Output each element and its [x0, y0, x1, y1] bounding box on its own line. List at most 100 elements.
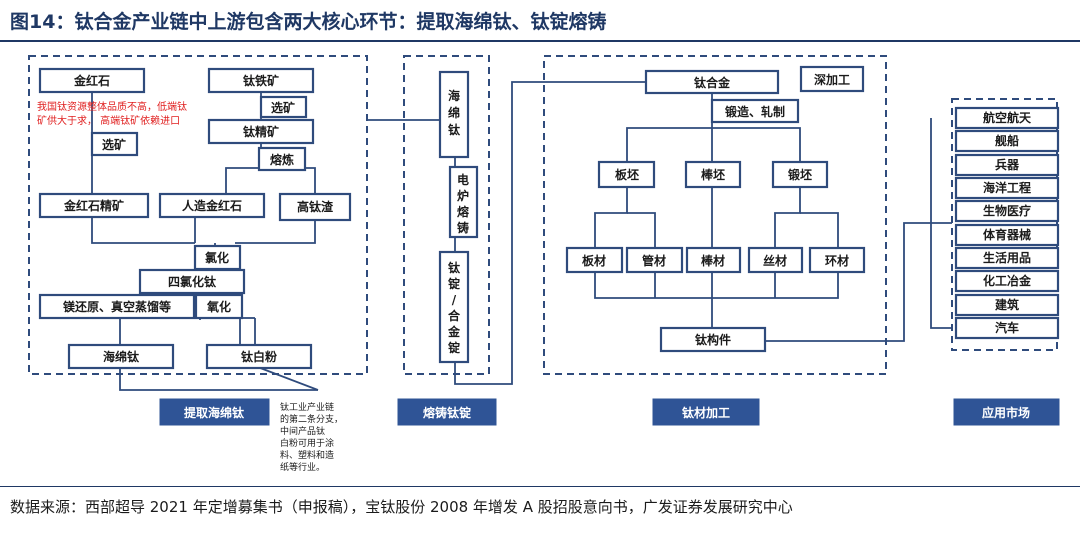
svg-text:环材: 环材	[825, 253, 849, 268]
svg-text:海绵钛: 海绵钛	[103, 349, 140, 364]
svg-text:钛材加工: 钛材加工	[682, 405, 730, 420]
svg-text:金红石: 金红石	[73, 73, 110, 88]
node-bar: 棒材	[685, 246, 742, 274]
svg-text:合: 合	[448, 308, 461, 323]
svg-text:钛: 钛	[448, 122, 461, 137]
svg-text:锻造、轧制: 锻造、轧制	[725, 104, 785, 119]
title-divider	[0, 40, 1080, 42]
node-chlorination: 氯化	[193, 244, 242, 271]
section-label-melt: 熔铸钛锭	[397, 398, 497, 426]
svg-text:化工冶金: 化工冶金	[983, 273, 1032, 288]
market-item: 舰船	[954, 129, 1060, 153]
svg-text:熔炼: 熔炼	[270, 152, 294, 167]
node-sponge-ti: 海绵钛	[67, 343, 175, 370]
node-plate: 板材	[565, 246, 624, 274]
node-ticl4: 四氯化钛	[138, 268, 246, 295]
svg-text:管材: 管材	[642, 253, 666, 268]
svg-text:镁还原、真空蒸馏等: 镁还原、真空蒸馏等	[63, 299, 171, 314]
node-smelting: 熔炼	[257, 146, 307, 172]
node-ti-alloy: 钛合金	[644, 69, 780, 95]
svg-text:钛构件: 钛构件	[695, 332, 731, 347]
node-sponge-ti-vertical: 海 绵 钛	[438, 70, 470, 159]
svg-text:熔铸钛锭: 熔铸钛锭	[423, 405, 471, 420]
node-ilmenite: 钛铁矿	[207, 67, 315, 94]
svg-text:金红石精矿: 金红石精矿	[63, 198, 124, 213]
extract-frame	[28, 55, 368, 375]
market-item: 海洋工程	[954, 176, 1060, 200]
svg-text:纸等行业。: 纸等行业。	[280, 461, 325, 473]
svg-text:棒材: 棒材	[701, 253, 725, 268]
market-item: 建筑	[954, 293, 1060, 317]
svg-text:氧化: 氧化	[206, 299, 231, 314]
industry-chain-diagram: 金红石 钛铁矿 选矿 钛精矿 选矿 熔炼 金红石精矿 人造金红石 高钛渣 氯化 …	[28, 55, 1060, 473]
svg-text:铸: 铸	[457, 220, 469, 235]
svg-text:料、塑料和造: 料、塑料和造	[280, 449, 334, 461]
svg-text:人造金红石: 人造金红石	[182, 198, 242, 213]
node-rutile: 金红石	[38, 67, 146, 94]
node-tube: 管材	[625, 246, 684, 274]
node-beneficiation-2: 选矿	[259, 95, 308, 119]
node-ring: 环材	[808, 246, 866, 274]
node-wire: 丝材	[747, 246, 804, 274]
svg-text:白粉可用于涂: 白粉可用于涂	[280, 437, 334, 449]
svg-text:高钛渣: 高钛渣	[297, 199, 334, 214]
svg-text:金: 金	[447, 324, 461, 339]
source-divider	[0, 486, 1080, 487]
svg-text:生活用品: 生活用品	[983, 250, 1031, 265]
melt-frame	[403, 55, 490, 375]
node-slab: 板坯	[597, 160, 656, 189]
node-electric-furnace: 电 炉 熔 铸	[448, 165, 479, 239]
svg-text:四氯化钛: 四氯化钛	[168, 274, 217, 289]
process-frame	[543, 55, 887, 375]
node-ti-concentrate: 钛精矿	[207, 118, 315, 145]
market-item: 生活用品	[954, 246, 1060, 270]
svg-text:炉: 炉	[457, 188, 469, 203]
market-item: 汽车	[954, 316, 1060, 340]
node-deep-processing: 深加工	[799, 65, 865, 93]
node-forging-rolling: 锻造、轧制	[710, 98, 800, 124]
svg-text:钛工业产业链: 钛工业产业链	[280, 401, 334, 413]
svg-text:绵: 绵	[448, 105, 460, 120]
node-synthetic-rutile: 人造金红石	[158, 192, 266, 219]
resource-note-line-2: 矿供大于求， 高端钛矿依赖进口	[37, 114, 180, 127]
svg-text:锭: 锭	[448, 340, 460, 355]
svg-text:建筑: 建筑	[994, 297, 1019, 312]
svg-text:应用市场: 应用市场	[982, 405, 1030, 420]
svg-text:钛白粉: 钛白粉	[241, 349, 277, 364]
svg-text:板材: 板材	[582, 253, 606, 268]
svg-text:的第二条分支，: 的第二条分支，	[280, 413, 343, 425]
svg-text:生物医疗: 生物医疗	[983, 203, 1031, 218]
svg-text:体育器械: 体育器械	[983, 227, 1031, 242]
svg-text:海: 海	[448, 88, 460, 103]
node-ingot: 钛 锭 / 合 金 锭	[438, 250, 470, 364]
market-item: 航空航天	[954, 106, 1060, 130]
section-label-process: 钛材加工	[652, 398, 760, 426]
market-item: 兵器	[954, 153, 1060, 177]
svg-text:熔: 熔	[457, 204, 470, 219]
node-bar-billet: 棒坯	[684, 160, 742, 189]
svg-text:电: 电	[457, 172, 469, 187]
svg-text:兵器: 兵器	[995, 157, 1020, 172]
svg-text:提取海绵钛: 提取海绵钛	[184, 405, 245, 420]
svg-text:板坯: 板坯	[615, 167, 639, 182]
svg-text:钛精矿: 钛精矿	[243, 124, 279, 139]
svg-text:钛铁矿: 钛铁矿	[243, 73, 279, 88]
svg-text:汽车: 汽车	[995, 320, 1019, 335]
resource-note-line-1: 我国钛资源整体品质不高，低端钛	[37, 100, 187, 113]
node-rutile-concentrate: 金红石精矿	[38, 192, 150, 219]
svg-text:钛合金: 钛合金	[694, 75, 731, 90]
node-beneficiation-1: 选矿	[90, 131, 139, 157]
node-ti-white: 钛白粉	[205, 343, 313, 370]
figure-title: 图14：钛合金产业链中上游包含两大核心环节：提取海绵钛、钛锭熔铸	[10, 11, 607, 33]
svg-text:选矿: 选矿	[271, 100, 295, 115]
flow-connectors	[199, 81, 952, 385]
svg-text:钛: 钛	[448, 260, 461, 275]
svg-text:棒坯: 棒坯	[701, 167, 725, 182]
node-ti-component: 钛构件	[659, 326, 767, 353]
market-item: 生物医疗	[954, 199, 1060, 223]
node-oxidation: 氧化	[194, 293, 244, 320]
svg-text:航空航天: 航空航天	[983, 110, 1032, 125]
node-forging-billet: 锻坯	[771, 160, 829, 189]
svg-text:海洋工程: 海洋工程	[983, 180, 1031, 195]
svg-text:选矿: 选矿	[102, 137, 126, 152]
